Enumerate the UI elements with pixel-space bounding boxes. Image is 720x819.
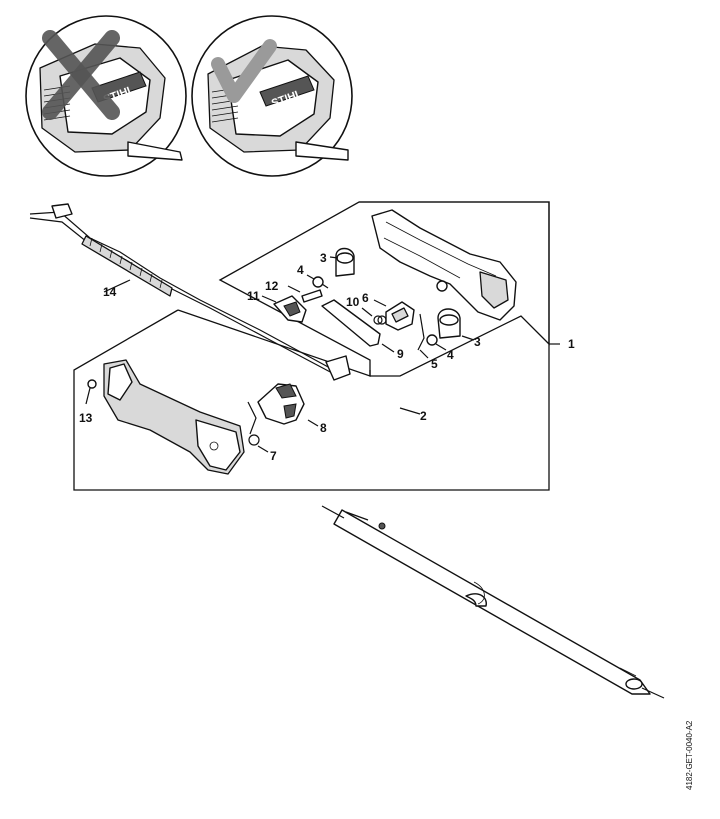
callout-12: 12 (265, 279, 279, 293)
screw-13: 13 (79, 379, 97, 425)
check-mark-icon (211, 39, 277, 103)
switch-slide: 6 (362, 291, 415, 331)
callout-3: 3 (320, 251, 327, 265)
inset-correct: STIHL (191, 15, 353, 177)
clamp-lower: 3 (437, 308, 481, 349)
slide-bar: 12 (265, 279, 323, 303)
inset-incorrect: STIHL (25, 15, 187, 177)
callout-8: 7 (270, 449, 277, 463)
handle-housing (371, 209, 517, 321)
screw-upper: 4 (297, 263, 329, 289)
callout-1: 1 (568, 337, 575, 351)
handle-molding: 2 (103, 359, 427, 475)
cable-sheath-ribs (89, 237, 163, 289)
callout-9: 9 (397, 347, 404, 361)
drive-tube (321, 505, 665, 699)
handle-frame (177, 309, 371, 377)
clamp-upper: 3 (320, 247, 355, 277)
assembly-frame-2 (218, 201, 550, 377)
screw-lower: 4 (426, 334, 454, 362)
callout-14: 14 (103, 285, 117, 299)
throttle-trigger: 9 (321, 299, 404, 361)
document-code: 4182-GET-0040-A2 (685, 720, 694, 790)
callout-11: 11 (247, 289, 260, 303)
spring-clip: 5 (417, 313, 438, 371)
callout-10: 10 (346, 295, 360, 309)
trigger-housing: 8 (257, 383, 327, 435)
throttle-cable: 14 (29, 203, 351, 381)
interlock-lever: 11 (247, 289, 307, 323)
spring: 7 (247, 401, 277, 463)
callout-6: 6 (362, 291, 369, 305)
callout-3: 3 (474, 335, 481, 349)
cross-mark-icon (42, 30, 120, 120)
callout-7: 8 (320, 421, 327, 435)
callout-5: 5 (431, 357, 438, 371)
callout-2: 2 (420, 409, 427, 423)
torsion-spring: 10 (346, 295, 387, 325)
callout-4: 4 (447, 348, 454, 362)
callout-13: 13 (79, 411, 93, 425)
callout-4: 4 (297, 263, 304, 277)
